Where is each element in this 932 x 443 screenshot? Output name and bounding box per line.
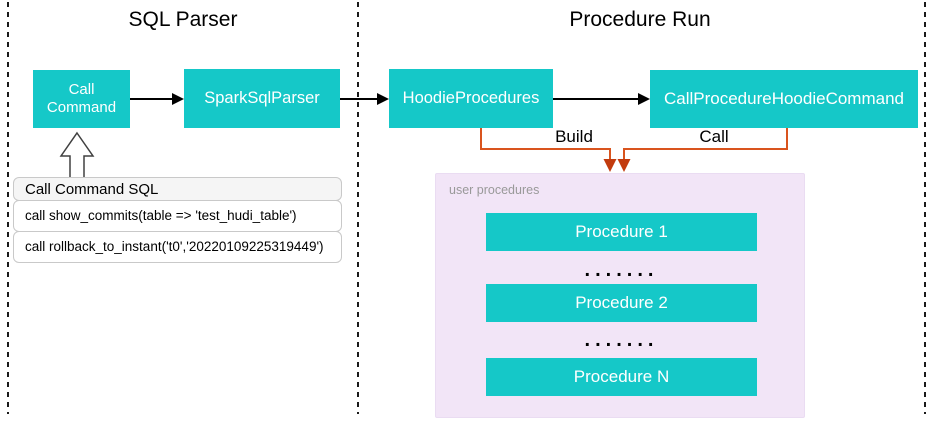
- node-call-procedure-hoodie-command: CallProcedureHoodieCommand: [650, 70, 918, 128]
- section-title-procedure-run: Procedure Run: [569, 8, 711, 31]
- arrow-callcommand-to-sparksqlparser: [130, 93, 184, 105]
- ellipsis-dots: .......: [584, 329, 659, 351]
- arrow-hoodieprocedures-to-callprocedurecommand: [553, 93, 650, 105]
- arrow-sparksqlparser-to-hoodieprocedures: [340, 93, 389, 105]
- node-procedure-n: Procedure N: [486, 358, 757, 396]
- build-arrowhead-icon: [603, 159, 617, 172]
- node-call-command: Call Command: [33, 70, 130, 128]
- sql-table-row: call rollback_to_instant('t0','202201092…: [13, 231, 342, 263]
- user-procedures-label: user procedures: [449, 183, 540, 197]
- edge-label-build: Build: [555, 127, 593, 146]
- edge-label-call: Call: [699, 127, 729, 146]
- sql-table-row: call show_commits(table => 'test_hudi_ta…: [13, 200, 342, 232]
- sql-table-header: Call Command SQL: [13, 177, 342, 201]
- node-spark-sql-parser: SparkSqlParser: [184, 69, 340, 128]
- node-hoodie-procedures: HoodieProcedures: [389, 69, 553, 128]
- call-arrowhead-icon: [617, 159, 631, 172]
- node-procedure-2: Procedure 2: [486, 284, 757, 322]
- section-title-sql-parser: SQL Parser: [128, 8, 238, 31]
- call-command-sql-table: Call Command SQL call show_commits(table…: [13, 177, 342, 263]
- user-procedures-panel: user procedures Procedure 1 ....... Proc…: [435, 173, 805, 418]
- call-connector: [617, 128, 788, 172]
- build-connector: [480, 128, 617, 172]
- node-procedure-1: Procedure 1: [486, 213, 757, 251]
- hollow-up-arrow: [59, 131, 95, 179]
- ellipsis-dots: .......: [584, 259, 659, 281]
